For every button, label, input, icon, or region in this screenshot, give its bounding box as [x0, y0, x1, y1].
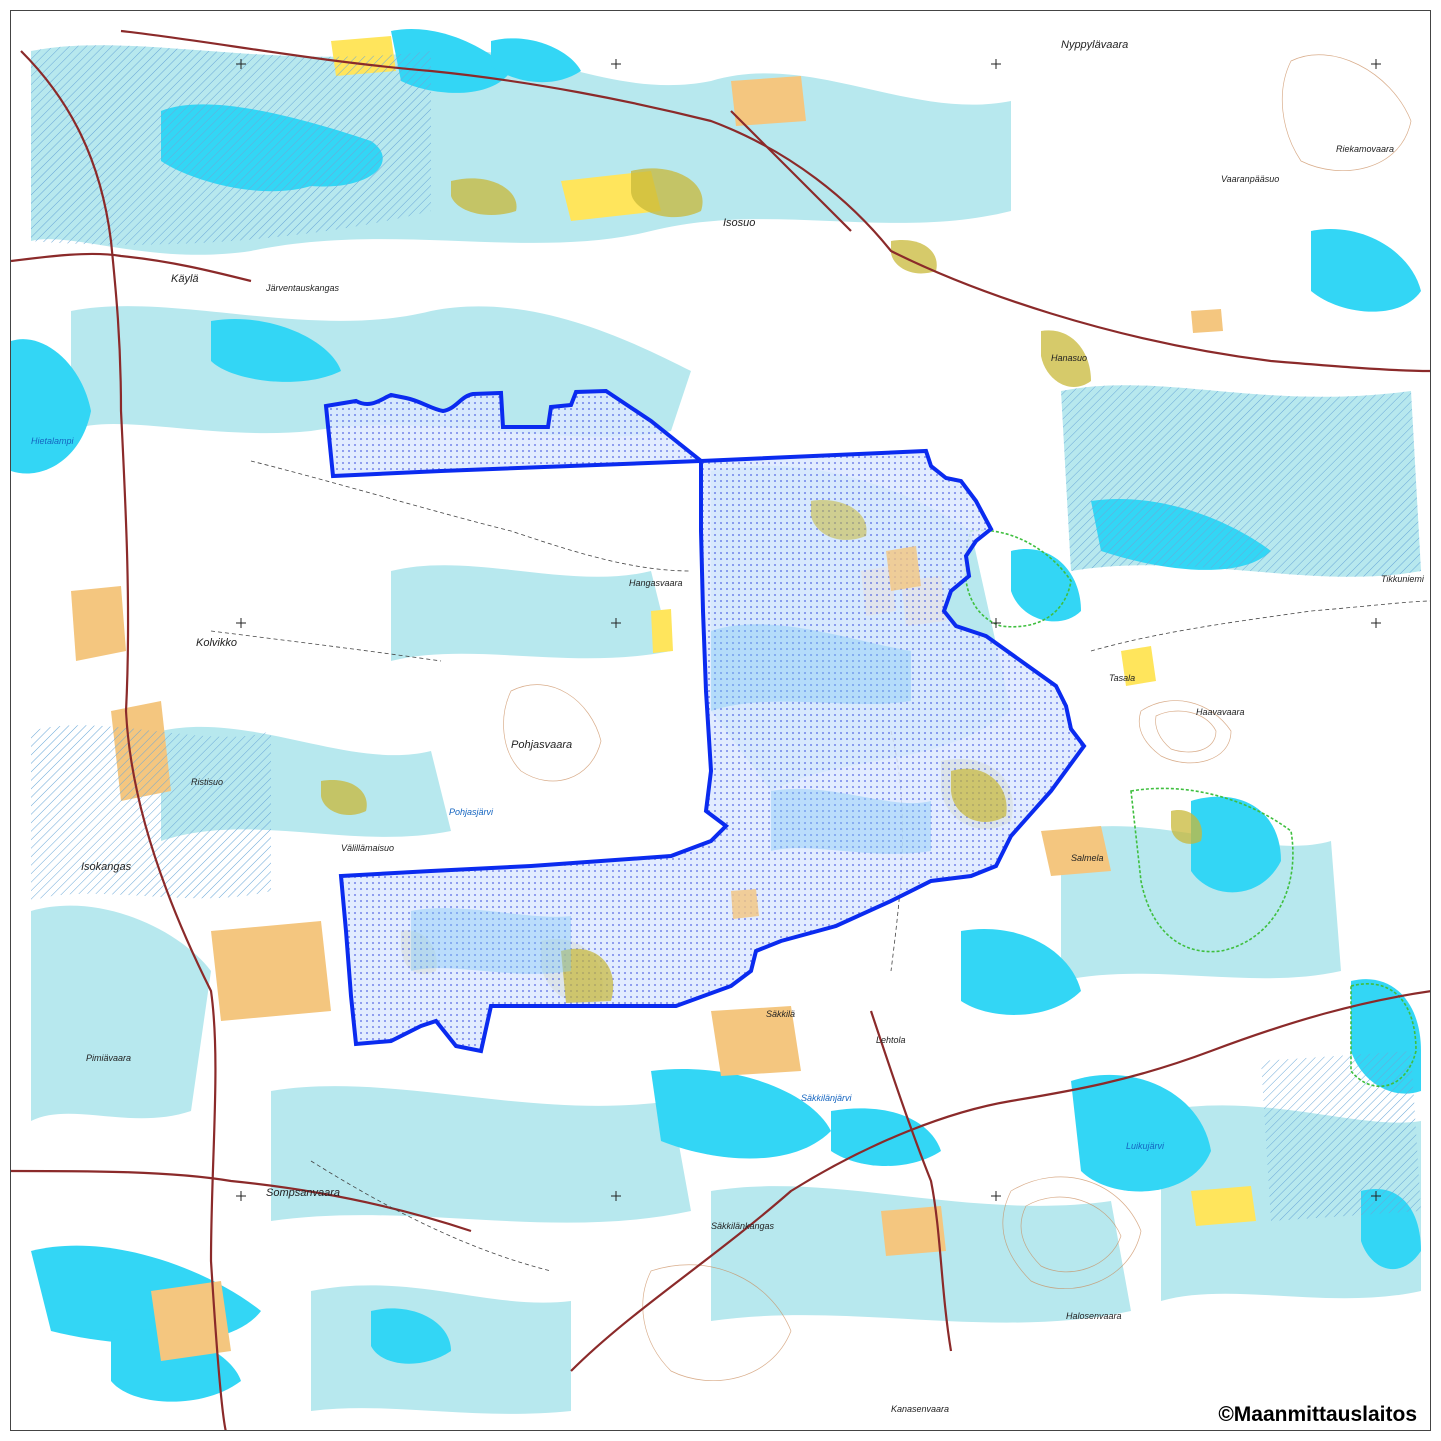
label-isosuo: Isosuo [723, 217, 756, 229]
label-sakkilankangas: Säkkilänkangas [711, 1221, 775, 1231]
lakes [11, 29, 1421, 1402]
label-hangasvaara: Hangasvaara [629, 578, 683, 588]
label-kanasenvaara: Kanasenvaara [891, 1404, 950, 1414]
label-kolvikko: Kolvikko [196, 637, 237, 649]
label-sakkilanjarvi: Säkkilänjärvi [801, 1093, 852, 1103]
inner-wetland-1 [711, 624, 911, 711]
label-haavavaara: Haavavaara [1196, 707, 1245, 717]
marsh-hatching [31, 45, 1421, 1221]
label-hanasuo: Hanasuo [1051, 353, 1088, 363]
label-halosenvaara: Halosenvaara [1066, 1311, 1122, 1321]
inner-scrub-2 [561, 948, 614, 1003]
label-nyppylavaara: Nyppylävaara [1061, 39, 1129, 51]
inner-scrub-1 [951, 768, 1007, 822]
inner-field-1 [886, 546, 921, 591]
roads [11, 29, 1430, 1430]
label-jarventauskangas: Järventauskangas [266, 283, 340, 293]
inner-scrub-3 [811, 500, 867, 540]
label-riekamovaara: Riekamovaara [1336, 144, 1395, 154]
label-salmela: Salmela [1071, 853, 1104, 863]
protected-areas [964, 529, 1417, 1087]
label-vaaranpaasuo: Vaaranpääsuo [1221, 174, 1280, 184]
label-hietalampi: Hietalampi [31, 436, 74, 446]
copyright-notice: ©Maanmittauslaitos [1212, 1401, 1423, 1429]
label-pimiavaara: Pimiävaara [86, 1053, 132, 1063]
label-lehtola: Lehtola [876, 1035, 906, 1045]
label-valillamaisuo: Välillämaisuo [341, 843, 395, 853]
label-ristisuo: Ristisuo [191, 777, 224, 787]
planning-area-main-dots [341, 451, 1084, 1051]
label-luikujarvi: Luikujärvi [1126, 1141, 1165, 1151]
grid-crosses [236, 59, 1381, 1201]
inner-wetland-3 [411, 908, 571, 974]
label-pohjasjarvi: Pohjasjärvi [449, 807, 494, 817]
label-tasala: Tasala [1109, 673, 1136, 683]
label-tikkuniemi: Tikkuniemi [1381, 574, 1424, 584]
contour-lines [503, 54, 1412, 1381]
planning-area[interactable] [323, 388, 1087, 1054]
map-frame: Käylä Järventauskangas Isosuo Nyppylävaa… [10, 10, 1431, 1431]
planning-area-north-dots [326, 391, 701, 476]
topographic-map[interactable] [11, 11, 1431, 1431]
inner-field-2 [731, 889, 759, 919]
inner-wetland-2 [771, 788, 931, 854]
label-pohjasvaara: Pohjasvaara [511, 739, 573, 751]
label-kayla: Käylä [171, 273, 199, 285]
label-isokangas: Isokangas [81, 861, 132, 873]
label-sakkila: Säkkilä [766, 1009, 796, 1019]
label-sompsanvaara: Sompsanvaara [266, 1187, 340, 1199]
